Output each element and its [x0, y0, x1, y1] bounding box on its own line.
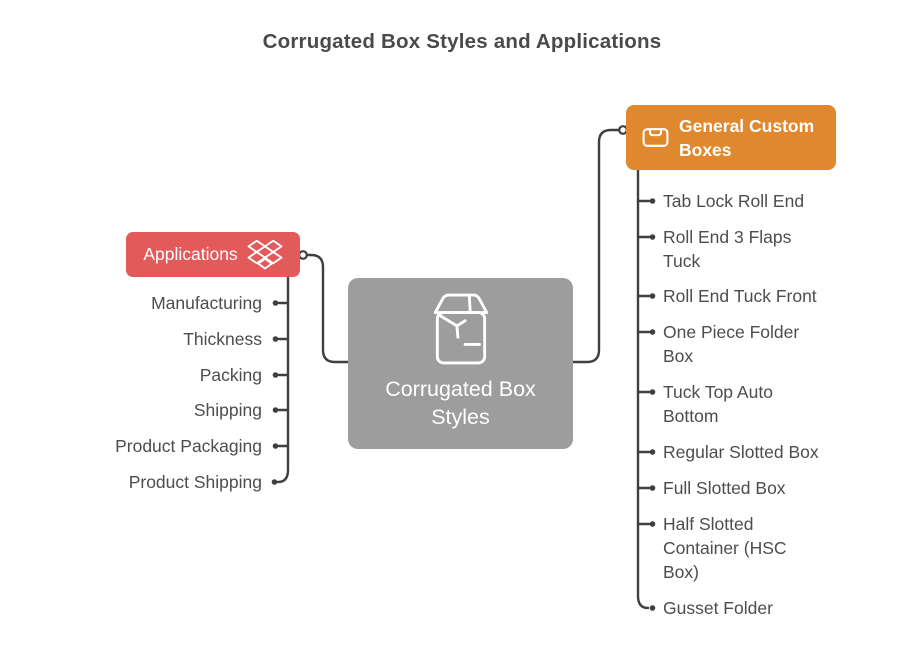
- right-item-gusset-folder: Gusset Folder: [663, 598, 773, 618]
- right-item-tab-lock-roll-end: Tab Lock Roll End: [663, 191, 805, 211]
- left-item-product-packaging: Product Packaging: [115, 436, 262, 456]
- applications-label: Applications: [143, 244, 238, 264]
- left-item-product-shipping: Product Shipping: [128, 472, 262, 492]
- right-item-roll-end-tuck-front: Roll End Tuck Front: [663, 286, 817, 306]
- edge-center-to-custom-boxes: [571, 125, 628, 364]
- inbox-tray-icon: [642, 128, 669, 147]
- custom-boxes-node: General Custom Boxes: [626, 105, 836, 170]
- page-title: Corrugated Box Styles and Applications: [262, 30, 662, 53]
- custom-boxes-label: General Custom Boxes: [679, 115, 815, 160]
- center-node-label: Corrugated Box Styles: [385, 377, 536, 429]
- right-item-tuck-top-auto-bottom: Tuck Top Auto Bottom: [663, 382, 773, 426]
- right-item-roll-end-3-flaps-tuck: Roll End 3 Flaps Tuck: [663, 227, 792, 271]
- right-item-one-piece-folder-box: One Piece Folder Box: [663, 322, 800, 366]
- applications-branch-lines: [271, 275, 290, 485]
- left-item-shipping: Shipping: [193, 400, 262, 420]
- dropbox-icon: [247, 239, 283, 269]
- package-box-icon: [433, 293, 488, 365]
- edge-center-to-applications: [298, 250, 350, 364]
- left-item-packing: Packing: [199, 365, 262, 385]
- applications-node: Applications: [126, 232, 300, 277]
- center-node: Corrugated Box Styles: [348, 278, 573, 449]
- right-item-full-slotted-box: Full Slotted Box: [663, 478, 786, 498]
- custom-boxes-branch-lines: [636, 168, 656, 611]
- right-item-regular-slotted-box: Regular Slotted Box: [663, 442, 819, 462]
- left-item-thickness: Thickness: [183, 329, 262, 349]
- right-item-half-slotted-container: Half Slotted Container (HSC Box): [663, 514, 787, 582]
- left-item-manufacturing: Manufacturing: [151, 293, 262, 313]
